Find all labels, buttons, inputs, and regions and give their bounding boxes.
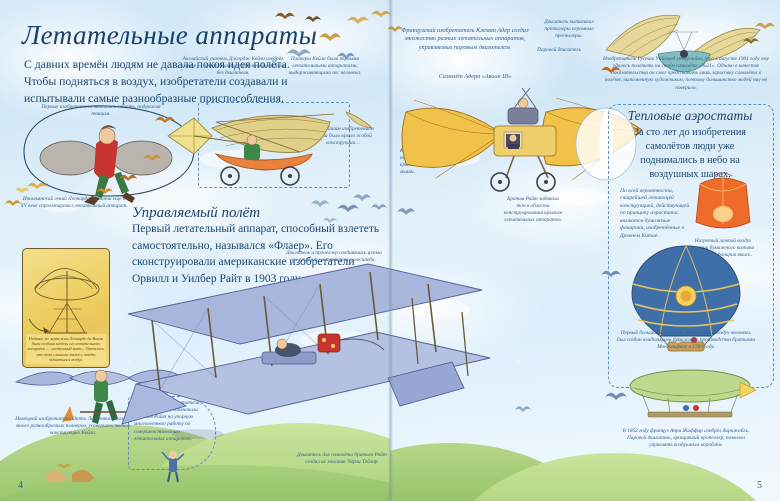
illustration-cayley-glider bbox=[167, 111, 373, 186]
bird-icon bbox=[323, 217, 337, 223]
balloons-lead: За сто лет до изобретения самолётов люди… bbox=[634, 127, 746, 180]
bird-icon bbox=[743, 38, 759, 44]
sky-background-right bbox=[390, 0, 780, 501]
bird-icon bbox=[311, 200, 329, 207]
illustration-flapping-wings bbox=[23, 105, 195, 205]
book-gutter bbox=[388, 0, 393, 501]
bird-icon bbox=[387, 26, 403, 32]
illustration-wright-flyer bbox=[121, 263, 491, 439]
ground-left bbox=[0, 391, 390, 501]
bird-icon bbox=[305, 16, 321, 22]
section-body: Первый летательный аппарат, способный вз… bbox=[132, 223, 380, 286]
bird-icon bbox=[319, 33, 341, 41]
caption-cayley-gliders: Планеры Кейли были первыми летательными … bbox=[288, 56, 362, 77]
bird-icon bbox=[601, 66, 621, 73]
illustration-giffard-airship bbox=[629, 369, 757, 418]
illustration-lilienthal-glider bbox=[14, 369, 185, 424]
label-ader-engine: Паровой двигатель bbox=[537, 47, 581, 53]
bird-icon bbox=[15, 187, 29, 193]
bird-icon bbox=[347, 16, 369, 24]
caption-leonardo: Итальянский гений Леонардо да Винчи ещё … bbox=[20, 196, 128, 210]
bird-icon bbox=[337, 52, 355, 59]
caption-giffard: В 1852 году француз Анри Жиффар изобрёл … bbox=[622, 428, 750, 449]
bird-icon bbox=[27, 182, 47, 189]
illustration-montgolfier-balloon bbox=[631, 245, 741, 352]
illustration-paper-lantern bbox=[695, 172, 751, 229]
bird-icon bbox=[353, 194, 371, 201]
label-ader-propeller: Двигатель вытягивал пропеллеры огромные … bbox=[544, 19, 594, 40]
bird-icon bbox=[57, 463, 71, 469]
bird-icon bbox=[371, 10, 391, 17]
caption-montgolfier: Первый большой аэростат, поднявший в воз… bbox=[616, 330, 755, 351]
illustration-ader-avion-iii bbox=[401, 87, 643, 192]
bird-icon bbox=[371, 204, 387, 210]
balloons-panel: Тепловые аэростаты За сто лет до изобрет… bbox=[612, 108, 768, 240]
label-ader-plane: Самолёт Адера «Авион III» bbox=[438, 73, 512, 80]
caption-lantern: Нагретый лампой воздух внутри бумажного … bbox=[691, 238, 755, 259]
caption-leonardo-plate: Недавно по чертежам Леонардо да Винчи бы… bbox=[26, 333, 106, 364]
caption-whitehead: Изобретатель Густав Уайтхед утверждал, ч… bbox=[602, 56, 770, 91]
balloons-paragraph: По всей вероятности, старейшей летающей … bbox=[620, 187, 690, 239]
bird-icon bbox=[337, 204, 359, 212]
left-page: Летательные аппараты С давних времён люд… bbox=[0, 0, 390, 501]
page-number-right: 5 bbox=[757, 480, 762, 491]
bird-icon bbox=[143, 154, 161, 161]
ground-right bbox=[390, 391, 780, 501]
bird-icon bbox=[155, 116, 175, 123]
caption-chain-drive: Двигатель и пропеллер соединялись цепью … bbox=[286, 250, 382, 264]
leonardo-aerial-screw-plate: Недавно по чертежам Леонардо да Винчи бы… bbox=[22, 248, 110, 368]
caption-birds-imitation: Первые изобретатели пытались летать, под… bbox=[41, 104, 161, 118]
page-title: Летательные аппараты bbox=[22, 20, 318, 50]
caption-ader-intro: Французский изобретатель Клеман Адер соз… bbox=[401, 27, 529, 51]
intro-paragraph: С давних времён людям не давала покоя ид… bbox=[24, 58, 290, 106]
section-heading: Управляемый полёт bbox=[132, 205, 261, 221]
illustration-person-waving bbox=[161, 451, 185, 483]
illustration-running-dogs bbox=[46, 469, 94, 482]
bird-icon bbox=[515, 406, 531, 412]
balloons-heading: Тепловые аэростаты bbox=[627, 108, 753, 123]
caption-charlie-taylor: Двигатель для самолёта братьев Райт созд… bbox=[297, 452, 387, 466]
bird-icon bbox=[5, 200, 21, 206]
bird-icon bbox=[397, 208, 415, 215]
bird-icon bbox=[97, 188, 113, 194]
caption-wright-wings: Братья Райт задавали тон в области конст… bbox=[503, 196, 563, 224]
bird-icon bbox=[601, 270, 621, 277]
caption-cayley-wing: Важнейшим изобретением Кейли было крыло … bbox=[312, 126, 374, 147]
bird-icon bbox=[275, 12, 295, 19]
bird-icon bbox=[119, 174, 137, 181]
bird-icon bbox=[755, 22, 775, 29]
bird-icon bbox=[605, 392, 627, 400]
flyer-engine bbox=[317, 333, 341, 353]
illustration-whitehead-no21 bbox=[605, 14, 761, 73]
caption-cayley: Английский учитель Джордж Кейли изобрёл … bbox=[180, 56, 286, 77]
right-page: Французский изобретатель Клеман Адер соз… bbox=[390, 0, 780, 501]
bird-icon bbox=[287, 49, 311, 57]
page-number-left: 4 bbox=[18, 480, 23, 491]
caption-lilienthal: Немецкий изобретатель Отто Лилиенталь со… bbox=[15, 416, 131, 437]
